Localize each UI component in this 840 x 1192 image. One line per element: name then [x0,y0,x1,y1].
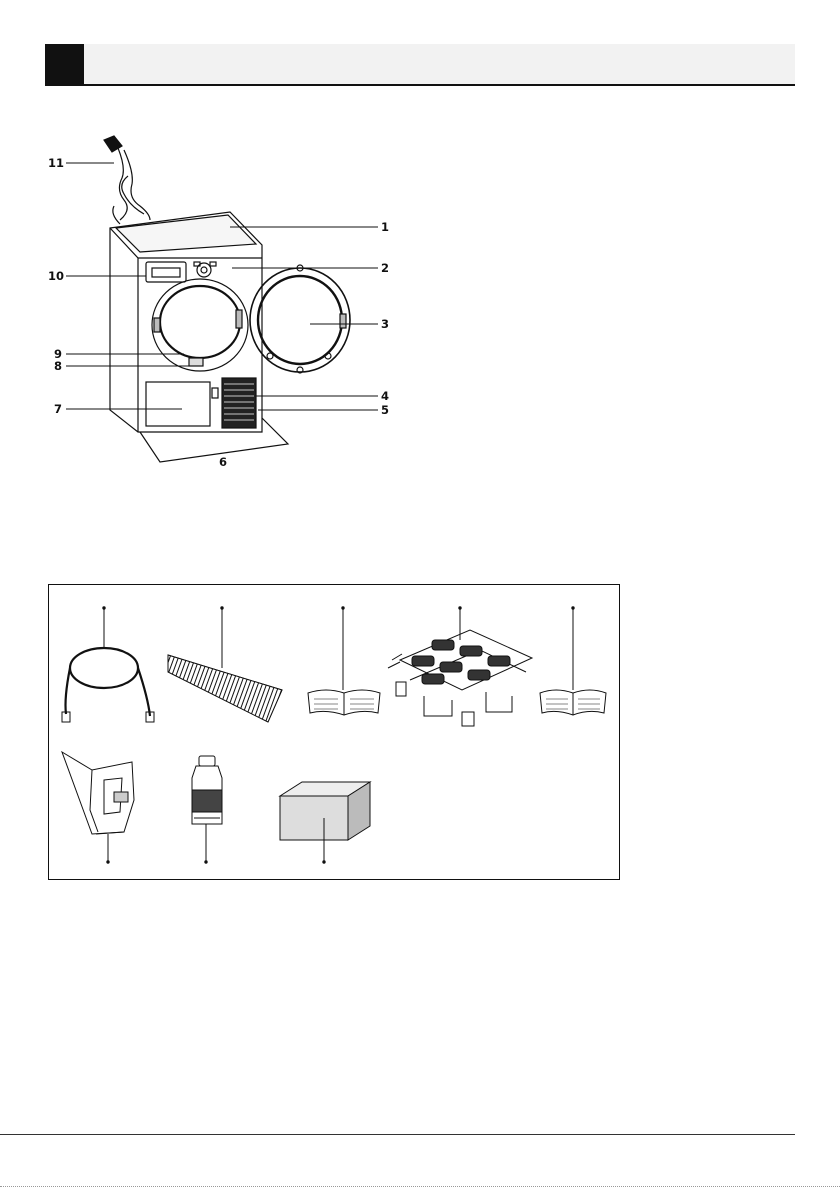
manual-book-icon [308,690,380,715]
fragrance-bottle-icon [192,756,222,824]
page-edge-dots [0,1186,840,1187]
manual-book-icon [540,690,606,715]
drain-hose-icon [62,648,154,722]
water-jug-icon [62,752,134,834]
accessories-illustration [0,0,840,900]
drying-rack-icon [388,630,532,726]
cleaning-sponge-icon [280,782,370,840]
filter-sponge-icon [168,655,282,722]
footer-divider [0,1134,795,1135]
